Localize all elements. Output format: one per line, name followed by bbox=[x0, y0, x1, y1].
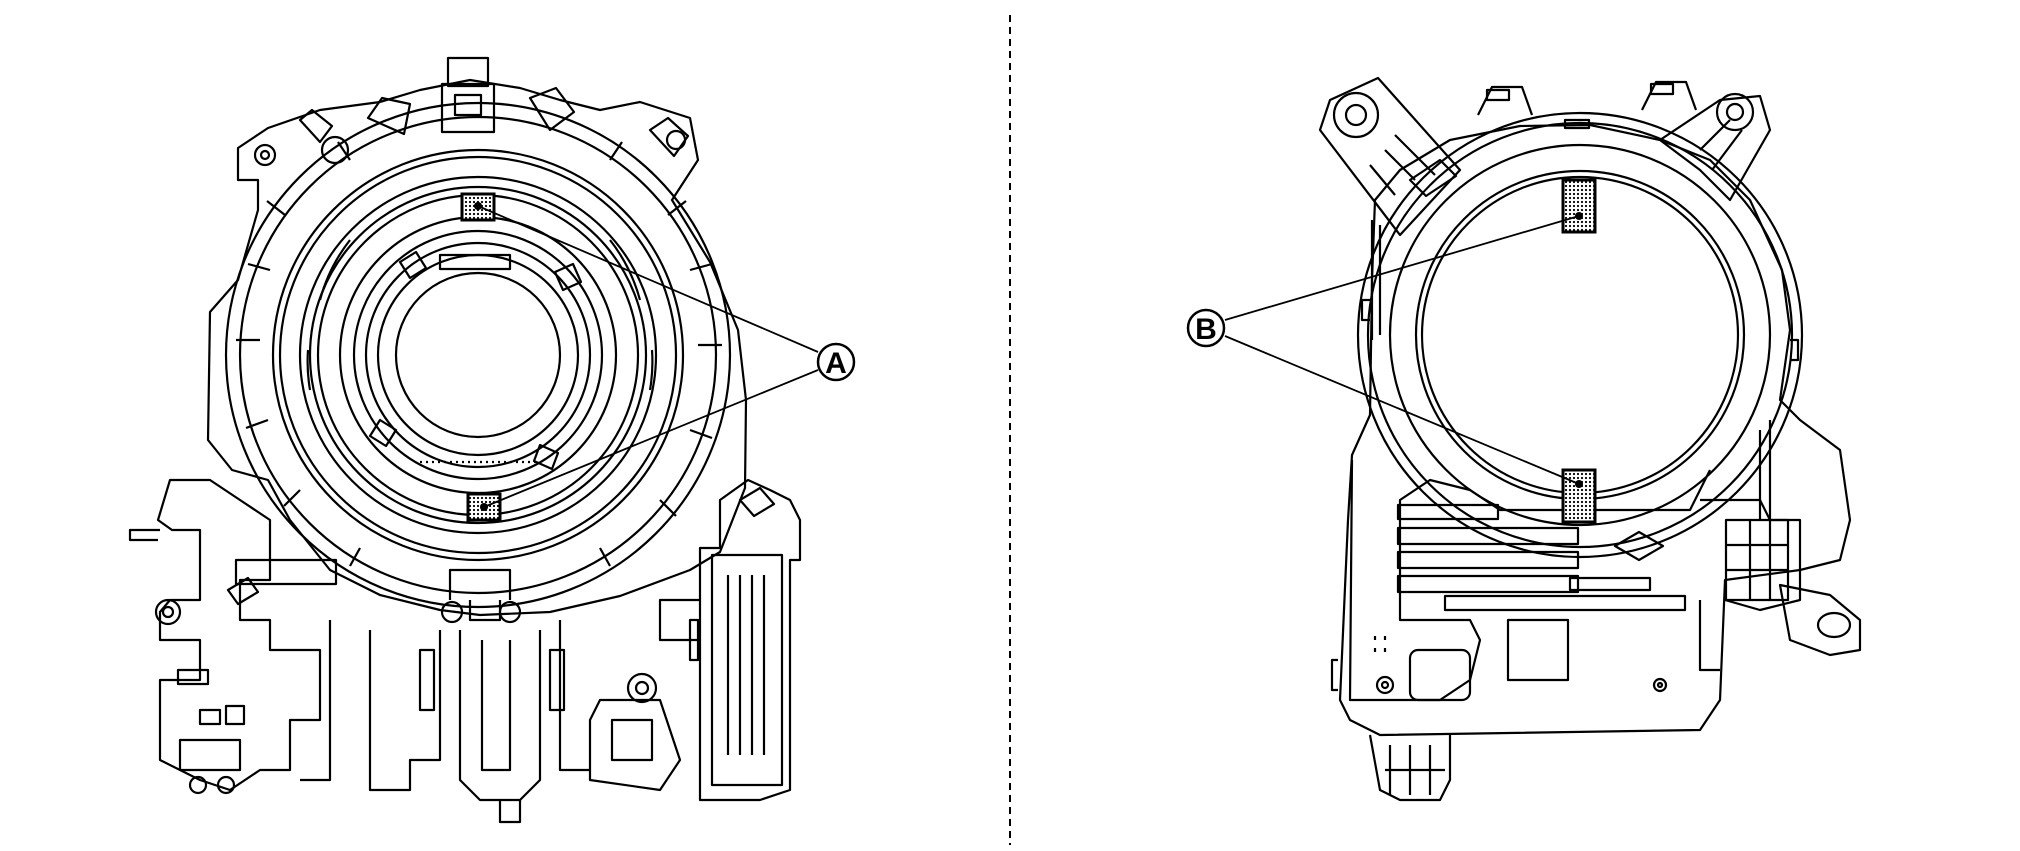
marker-b-top bbox=[1561, 178, 1597, 234]
callout-b-label: B bbox=[1195, 313, 1217, 346]
leader-line-b-bottom bbox=[1224, 335, 1580, 485]
callout-a-circle bbox=[816, 342, 856, 382]
leader-line-a-top bbox=[477, 205, 819, 353]
callout-b-circle bbox=[1186, 308, 1226, 348]
callout-a-label: A bbox=[825, 347, 847, 380]
marker-b-bottom bbox=[1561, 468, 1597, 524]
right-component-drawing bbox=[1318, 76, 1862, 802]
marker-a-top bbox=[460, 192, 496, 222]
leader-line-a-bottom bbox=[483, 369, 819, 508]
left-component-drawing bbox=[128, 56, 802, 824]
leader-line-b-top bbox=[1224, 215, 1580, 321]
